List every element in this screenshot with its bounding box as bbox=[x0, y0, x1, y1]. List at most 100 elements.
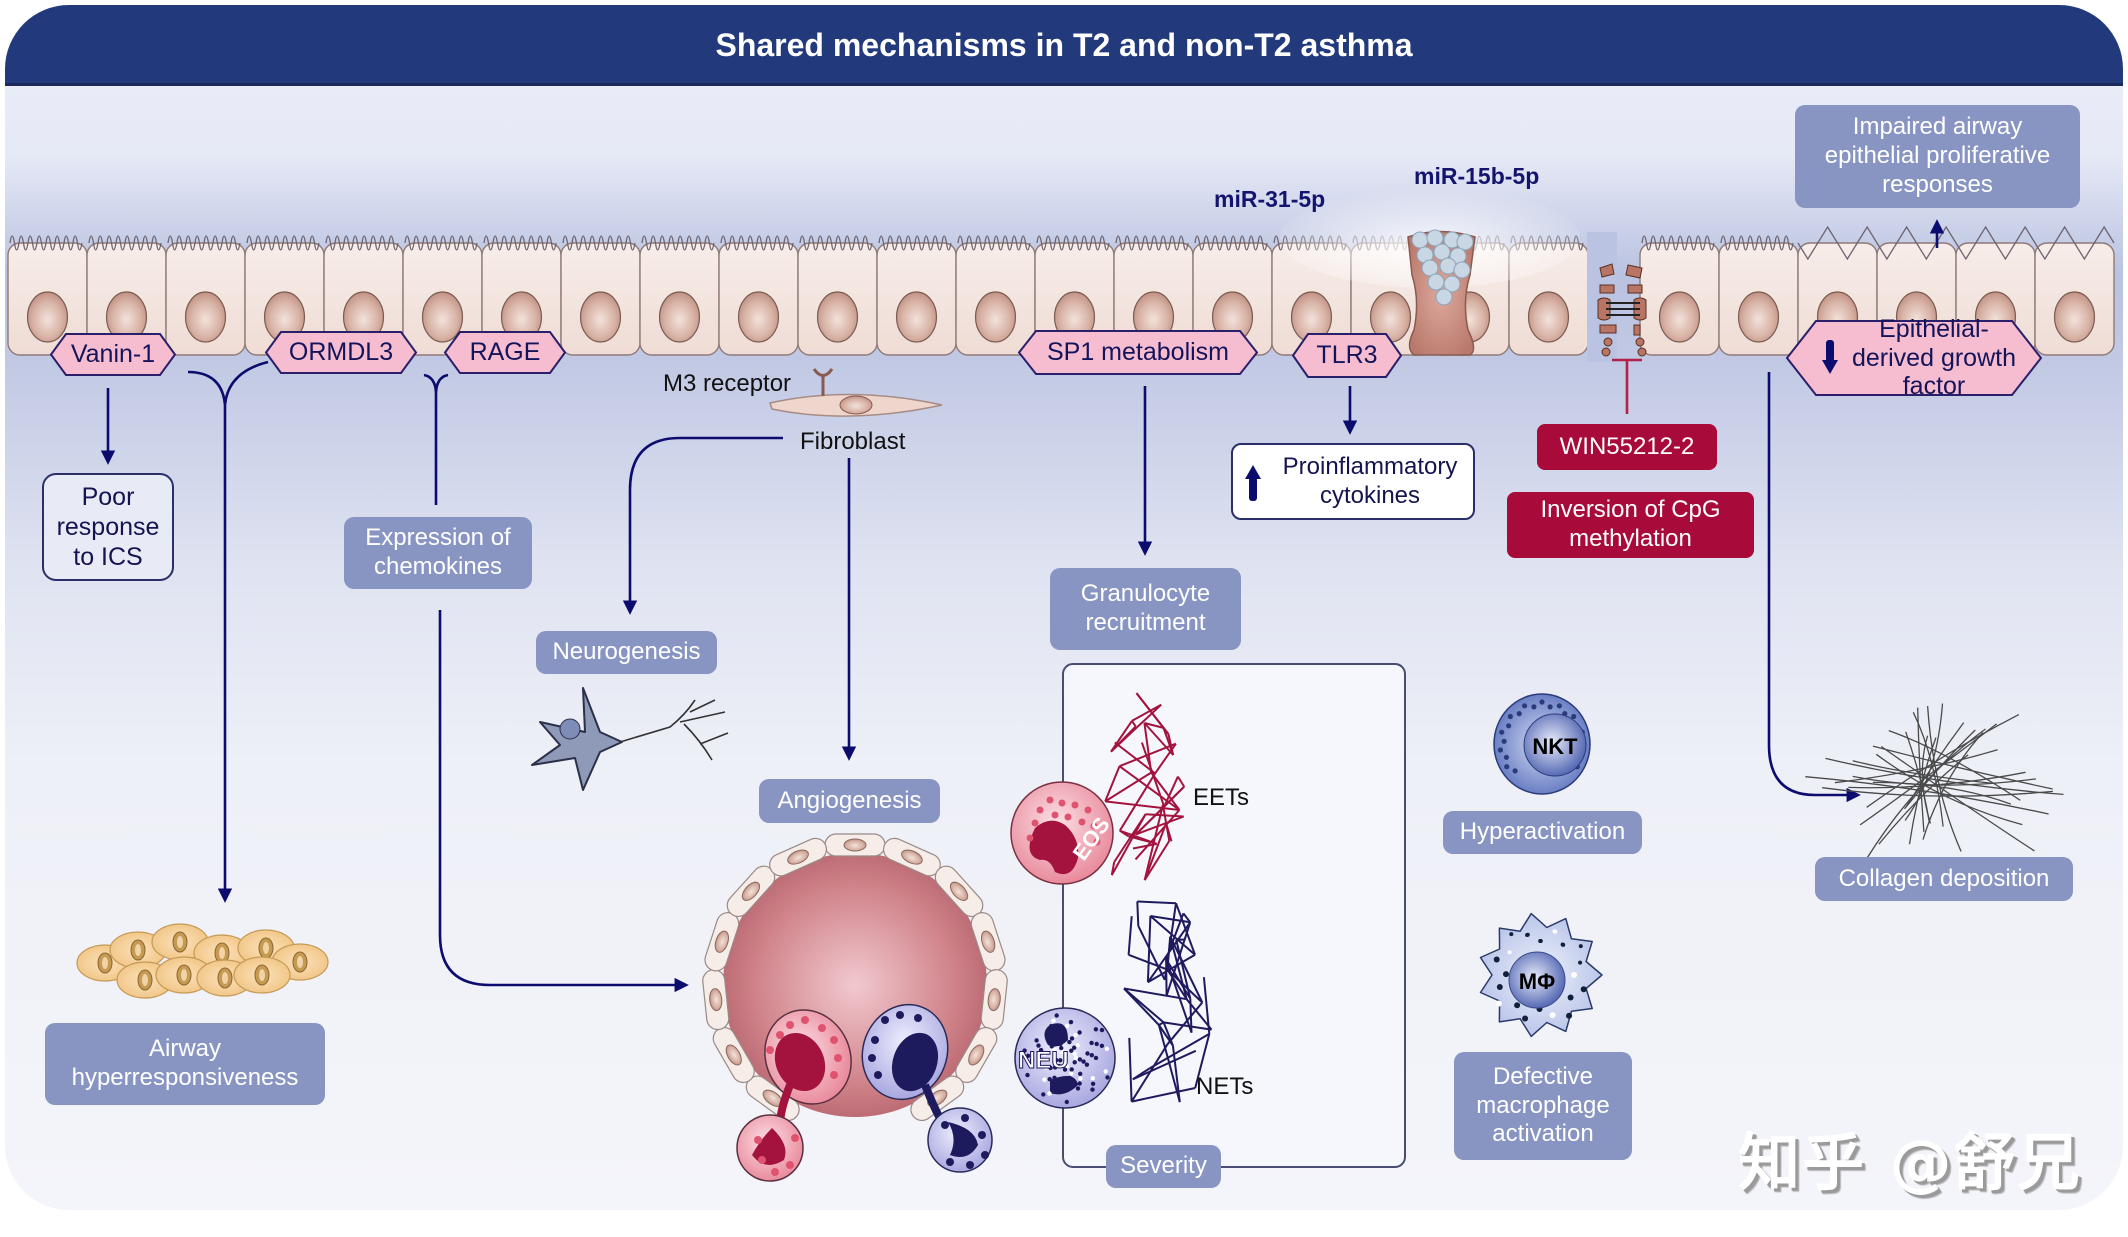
granule bbox=[1064, 1063, 1070, 1069]
proinflammatory-cytokines-box: Proinflammatory cytokines bbox=[1231, 443, 1475, 520]
nucleus bbox=[816, 291, 859, 343]
granule bbox=[1058, 1041, 1063, 1047]
granule bbox=[1581, 988, 1586, 993]
trap-fiber bbox=[1143, 822, 1168, 881]
granule bbox=[1503, 971, 1509, 978]
receptor-label-vanin1: Vanin-1 bbox=[49, 333, 177, 376]
granule bbox=[1058, 1058, 1063, 1063]
granulocyte-recruitment-box: Granulocyte recruitment bbox=[1050, 568, 1241, 650]
granule bbox=[1042, 1077, 1047, 1082]
inhibitor-win55212 bbox=[1612, 358, 1642, 414]
granule bbox=[1516, 711, 1522, 717]
granule bbox=[1571, 713, 1577, 720]
trap-fiber bbox=[1123, 987, 1187, 1001]
granule bbox=[1054, 1013, 1059, 1018]
granule bbox=[1072, 1060, 1077, 1065]
trap-fiber bbox=[1123, 987, 1160, 1026]
trap-fiber bbox=[1165, 959, 1168, 996]
trap-fiber bbox=[1175, 902, 1196, 956]
eosinophil-extracellular-traps bbox=[1104, 692, 1186, 881]
granule bbox=[1561, 942, 1566, 947]
granule bbox=[1068, 1019, 1074, 1025]
trap-fiber bbox=[1150, 771, 1181, 811]
macrophage-label: MΦ bbox=[1519, 969, 1555, 994]
expression-chemokines-box: Expression of chemokines bbox=[344, 517, 532, 589]
granule bbox=[1507, 950, 1512, 955]
trap-fiber bbox=[1128, 1037, 1133, 1102]
granule bbox=[1522, 1015, 1529, 1022]
neutrophil-extracellular-traps bbox=[1123, 900, 1213, 1103]
granule bbox=[1538, 939, 1543, 943]
granule bbox=[1504, 764, 1510, 770]
granule bbox=[1506, 723, 1512, 729]
granule bbox=[1029, 1057, 1035, 1063]
cpg-methylation-box: Inversion of CpG methylation bbox=[1507, 492, 1754, 558]
mucin-granule bbox=[1439, 257, 1457, 275]
macrophage-icon: MΦ bbox=[1479, 912, 1603, 1038]
trap-fiber bbox=[1127, 916, 1133, 955]
epithelial-cell bbox=[244, 235, 325, 356]
epithelial-cell bbox=[1192, 235, 1273, 356]
collagen-fiber bbox=[1866, 714, 2020, 808]
epithelial-cell bbox=[876, 235, 957, 356]
granule bbox=[1034, 1038, 1039, 1043]
granule bbox=[818, 1024, 826, 1032]
trap-fiber bbox=[1130, 1043, 1169, 1103]
mucin-granule bbox=[1435, 288, 1453, 306]
severity-box: Severity bbox=[1106, 1145, 1221, 1188]
granule bbox=[1048, 1039, 1053, 1045]
granule bbox=[1497, 747, 1503, 753]
granule bbox=[1058, 799, 1066, 807]
granule bbox=[961, 1114, 969, 1122]
granule bbox=[1025, 1072, 1030, 1078]
granule bbox=[1085, 1051, 1090, 1056]
collagen-fiber bbox=[1921, 735, 1932, 824]
granule bbox=[1036, 1043, 1041, 1048]
tight-junction-disruption bbox=[1587, 232, 1647, 362]
collagen-fiber bbox=[1852, 760, 1996, 785]
epithelial-cell bbox=[7, 235, 88, 356]
granule bbox=[1090, 1081, 1096, 1087]
granule bbox=[1093, 838, 1101, 846]
granule bbox=[834, 1054, 842, 1062]
diagram-title: Shared mechanisms in T2 and non-T2 asthm… bbox=[715, 27, 1413, 63]
down-arrow-icon bbox=[1822, 340, 1838, 376]
granule bbox=[914, 1014, 922, 1022]
granule bbox=[1099, 1043, 1105, 1049]
granule bbox=[1051, 1047, 1057, 1053]
trap-fiber bbox=[1167, 733, 1175, 756]
endothelial-cell bbox=[702, 969, 730, 1031]
granule bbox=[896, 1011, 904, 1019]
collagen-fiber bbox=[1859, 723, 1998, 826]
collagen-fibers-icon bbox=[1805, 703, 2064, 858]
granule bbox=[1493, 956, 1500, 963]
granule bbox=[1103, 1069, 1108, 1074]
trap-fiber bbox=[1144, 722, 1164, 729]
epithelial-cell bbox=[1639, 235, 1720, 356]
granule bbox=[1539, 699, 1545, 705]
fibroblast-label: Fibroblast bbox=[800, 428, 906, 455]
rage-text: RAGE bbox=[469, 338, 541, 367]
collagen-fiber bbox=[1872, 745, 2053, 790]
granule bbox=[1064, 1023, 1070, 1029]
granule bbox=[1026, 834, 1034, 842]
granule bbox=[1549, 1013, 1554, 1018]
trap-fiber bbox=[1177, 776, 1186, 788]
granule bbox=[874, 1071, 882, 1079]
trap-fiber bbox=[1194, 1033, 1211, 1089]
granule bbox=[1090, 1076, 1096, 1081]
mirna-label-mir-15b-5p: miR-15b-5p bbox=[1414, 163, 1540, 189]
mucin-granule bbox=[1443, 275, 1461, 293]
mucin-granule bbox=[1411, 231, 1429, 249]
smooth-muscle-cells bbox=[76, 923, 329, 999]
granule bbox=[1069, 1071, 1074, 1076]
trap-fiber bbox=[1145, 813, 1184, 818]
trap-fiber bbox=[1110, 703, 1162, 753]
granule bbox=[771, 1168, 779, 1176]
granule bbox=[981, 1151, 989, 1159]
fibroblast-cell bbox=[769, 393, 943, 417]
trap-fiber bbox=[1105, 800, 1180, 811]
granule bbox=[1067, 1039, 1072, 1045]
granule bbox=[1047, 1077, 1052, 1082]
